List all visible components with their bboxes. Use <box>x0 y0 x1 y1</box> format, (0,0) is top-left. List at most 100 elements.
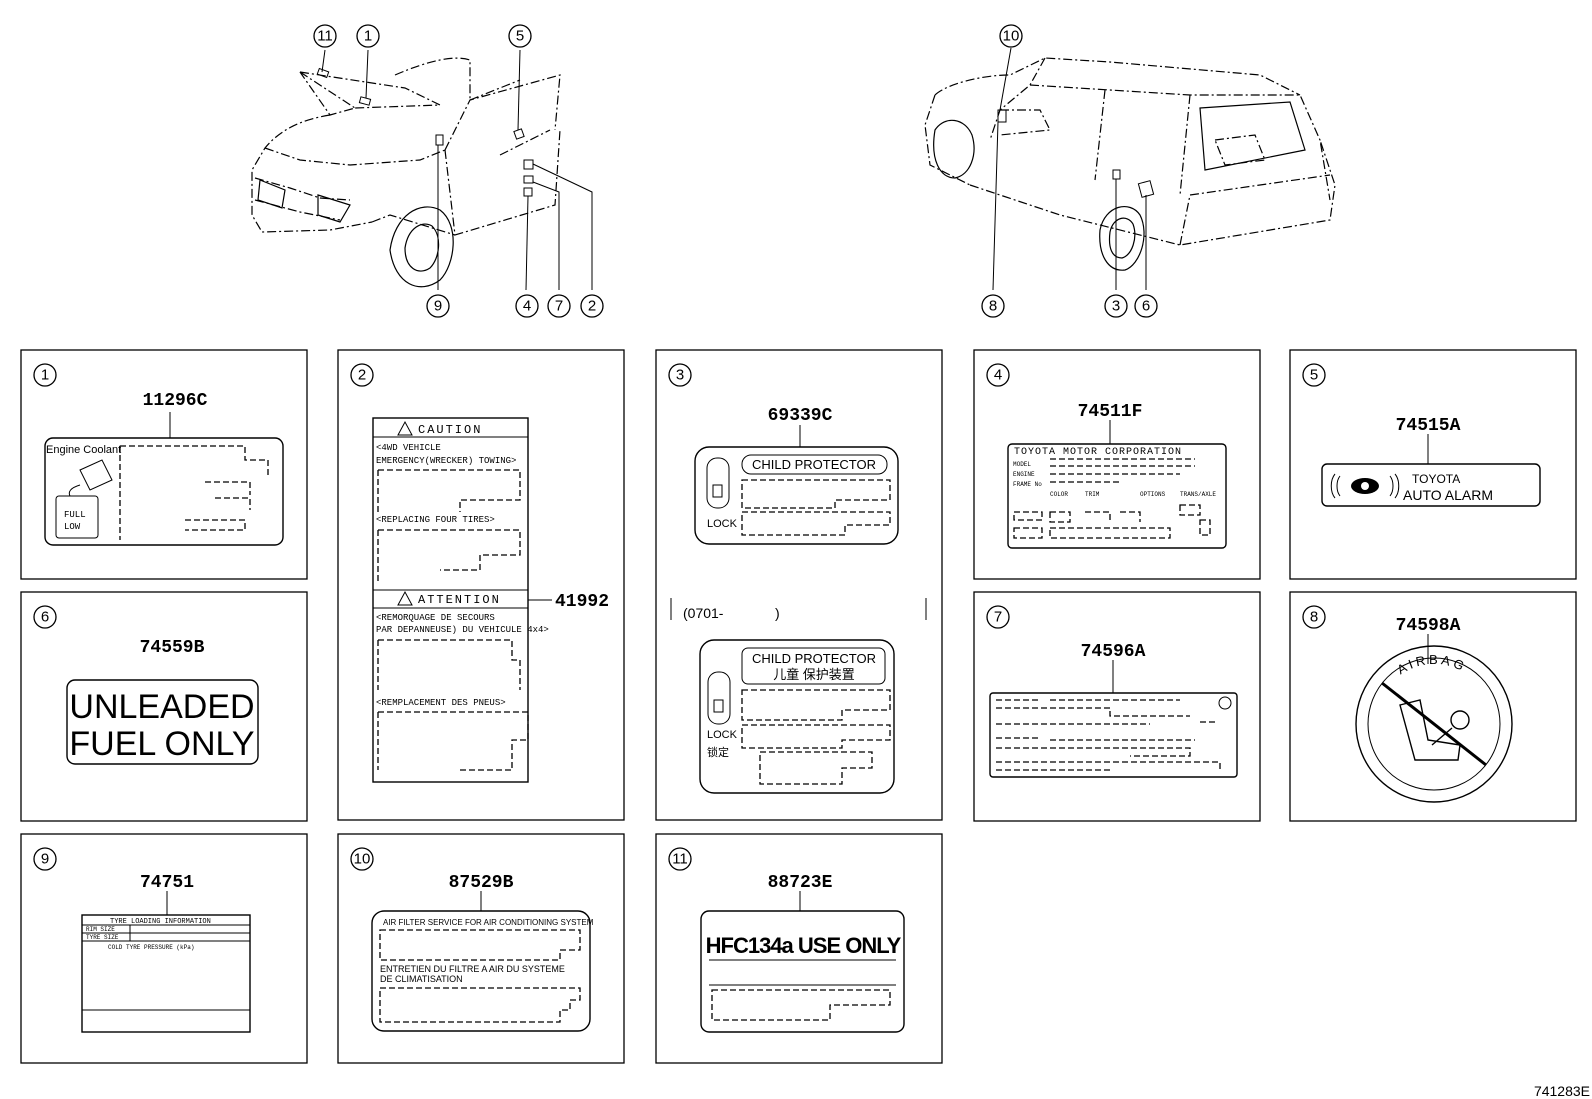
lock-slider-icon <box>707 671 731 725</box>
rear-callout-6: 6 <box>1134 294 1158 318</box>
trim-field: TRIM <box>1085 491 1100 498</box>
caution-line-2: EMERGENCY(WRECKER) TOWING> <box>376 456 516 466</box>
panel-index-2: 2 <box>350 363 374 387</box>
svg-text:10: 10 <box>354 851 371 868</box>
tyre-info-heading: TYRE LOADING INFORMATION <box>110 918 211 926</box>
model-field: MODEL <box>1013 461 1031 468</box>
rear-callout-3: 3 <box>1104 294 1128 318</box>
svg-text:1: 1 <box>364 28 372 45</box>
svg-text:4: 4 <box>994 367 1002 384</box>
svg-text:3: 3 <box>676 367 684 384</box>
engine-field: ENGINE <box>1013 471 1035 478</box>
alarm-brand-text: TOYOTA <box>1412 472 1460 486</box>
panel-7: 7 74596A <box>973 591 1261 822</box>
front-vehicle-drawing <box>251 49 593 291</box>
panel-6: 6 74559B UNLEADED FUEL ONLY <box>20 591 308 822</box>
part-number-74598a: 74598A <box>1396 616 1461 636</box>
panel-2: 2 CAUTION <4WD VEHICLE EMERGENCY(WRECKER… <box>337 349 625 821</box>
front-callout-9: 9 <box>426 294 450 318</box>
panel-10: 10 87529B AIR FILTER SERVICE FOR AIR CON… <box>337 833 625 1064</box>
panel-8: 8 74598A AIRBAG <box>1289 591 1577 822</box>
rear-callout-8: 8 <box>981 294 1005 318</box>
svg-text:6: 6 <box>1142 298 1150 315</box>
svg-text:11: 11 <box>672 851 688 868</box>
front-callout-1: 1 <box>356 24 380 48</box>
fuel-only-text: FUEL ONLY <box>69 725 254 763</box>
frame-no-field: FRAME No <box>1013 481 1042 488</box>
svg-text:3: 3 <box>1112 298 1120 315</box>
part-number-74511f: 74511F <box>1078 402 1143 422</box>
svg-text:5: 5 <box>1310 367 1318 384</box>
manufacturer-line: TOYOTA MOTOR CORPORATION <box>1014 447 1182 458</box>
lock-text-cn: 锁定 <box>707 745 729 759</box>
air-filter-fr-text-2: DE CLIMATISATION <box>380 974 463 984</box>
part-number-88723e: 88723E <box>768 873 833 893</box>
figure-id: 741283E <box>1534 1083 1590 1099</box>
coolant-low-mark: LOW <box>64 522 81 532</box>
warning-triangle-icon <box>397 590 413 606</box>
coolant-label-text: Engine Coolant <box>46 444 121 456</box>
part-number-74515a: 74515A <box>1396 416 1461 436</box>
part-number-69339c: 69339C <box>768 406 833 426</box>
svg-text:7: 7 <box>555 298 563 315</box>
part-number-87529b: 87529B <box>449 873 514 893</box>
svg-text:9: 9 <box>41 851 49 868</box>
svg-text:8: 8 <box>1310 609 1318 626</box>
tyre-size-field: TYRE SIZE <box>86 934 119 941</box>
version-to-text: ) <box>775 605 780 621</box>
coolant-full-mark: FULL <box>64 510 86 520</box>
warning-triangle-icon <box>397 420 413 436</box>
caution-line-3: <REPLACING FOUR TIRES> <box>376 515 495 525</box>
caution-heading: CAUTION <box>418 423 482 437</box>
attention-line-2: PAR DEPANNEUSE) DU VEHICULE 4x4> <box>376 625 549 635</box>
front-callout-4: 4 <box>515 294 539 318</box>
trans-axle-field: TRANS/AXLE <box>1180 491 1216 498</box>
tyre-pressure-field: COLD TYRE PRESSURE (kPa) <box>108 944 194 951</box>
lock-slider-icon <box>706 457 730 509</box>
panel-index-7: 7 <box>986 605 1010 629</box>
alarm-sound-icon <box>1330 473 1400 499</box>
attention-line-1: <REMORQUAGE DE SECOURS <box>376 613 495 623</box>
panel-9: 9 74751 TYRE LOADING INFORMATION RIM SIZ… <box>20 833 308 1064</box>
lock-text-2: LOCK <box>707 729 738 741</box>
rear-callout-10: 10 <box>999 24 1023 48</box>
svg-text:2: 2 <box>358 367 366 384</box>
options-field: OPTIONS <box>1140 491 1166 498</box>
part-number-11296c: 11296C <box>143 391 208 411</box>
color-field: COLOR <box>1050 491 1068 498</box>
panel-11: 11 88723E HFC134a USE ONLY <box>655 833 943 1064</box>
version-from-text: (0701- <box>683 605 724 621</box>
svg-text:6: 6 <box>41 609 49 626</box>
rear-vehicle-drawing <box>924 47 1336 291</box>
unleaded-text: UNLEADED <box>69 688 254 726</box>
alarm-title-text: AUTO ALARM <box>1403 487 1493 503</box>
attention-line-3: <REMPLACEMENT DES PNEUS> <box>376 698 506 708</box>
airbag-seat-icon <box>1399 699 1470 761</box>
front-callout-5: 5 <box>508 24 532 48</box>
child-protector-title: CHILD PROTECTOR <box>752 457 876 472</box>
airbag-text: AIRBAG <box>1394 652 1469 677</box>
child-protector-title-2: CHILD PROTECTOR <box>752 651 876 666</box>
svg-text:1: 1 <box>41 367 49 384</box>
lock-text: LOCK <box>707 518 738 530</box>
panel-index-5: 5 <box>1302 363 1326 387</box>
svg-text:5: 5 <box>516 28 524 45</box>
caution-line-1: <4WD VEHICLE <box>376 443 441 453</box>
panel-index-1: 1 <box>33 363 57 387</box>
attention-heading: ATTENTION <box>418 593 501 607</box>
air-filter-fr-text-1: ENTRETIEN DU FILTRE A AIR DU SYSTEME <box>380 964 565 974</box>
child-protector-title-cn: 儿童 保护装置 <box>773 667 855 682</box>
panel-index-10: 10 <box>350 847 374 871</box>
panel-index-3: 3 <box>668 363 692 387</box>
panel-4: 4 74511F TOYOTA MOTOR CORPORATION MODEL … <box>973 349 1261 580</box>
hfc134a-text: HFC134a USE ONLY <box>706 933 902 958</box>
svg-text:8: 8 <box>989 298 997 315</box>
panel-index-11: 11 <box>668 847 692 871</box>
part-number-74596a: 74596A <box>1081 642 1146 662</box>
part-number-74751: 74751 <box>140 873 194 893</box>
panel-5: 5 74515A TOYOTA AUTO ALARM <box>1289 349 1577 580</box>
air-filter-en-text: AIR FILTER SERVICE FOR AIR CONDITIONING … <box>383 918 594 927</box>
svg-text:11: 11 <box>317 28 333 45</box>
part-number-74559b: 74559B <box>140 638 205 658</box>
